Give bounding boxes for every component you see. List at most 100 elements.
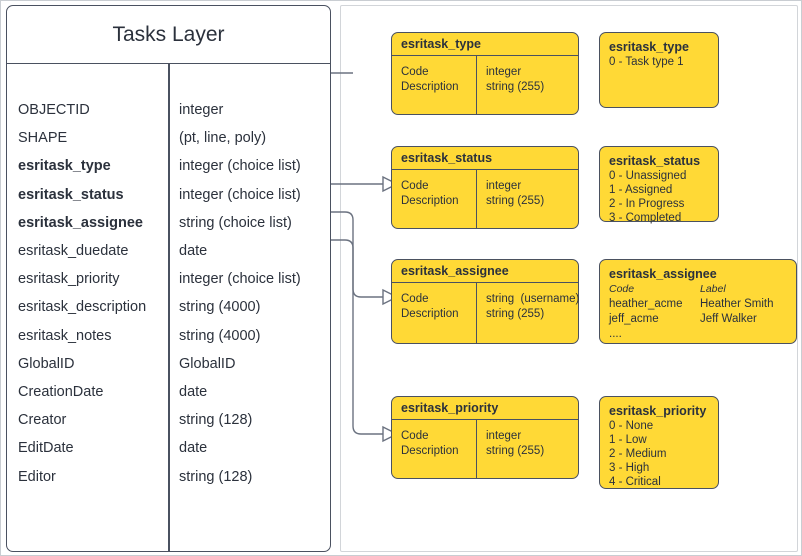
table-row[interactable]: esritask_priority integer (choice list): [7, 265, 330, 293]
domain-table-esritask-type[interactable]: esritask_type Code Description integer s…: [391, 32, 579, 115]
value-list-item: 4 - Critical: [609, 476, 661, 488]
domain-cell: Description: [401, 195, 459, 207]
field-type: GlobalID: [179, 355, 236, 372]
domain-type-column: integer string (255): [486, 429, 544, 459]
domain-column-divider: [476, 283, 478, 343]
field-name: OBJECTID: [18, 102, 90, 119]
table-row[interactable]: CreationDate date: [7, 378, 330, 406]
domain-cell: Code: [401, 430, 429, 442]
field-type: date: [179, 243, 208, 260]
table-row[interactable]: OBJECTID integer: [7, 96, 330, 124]
domain-cell: Description: [401, 445, 459, 457]
field-name: GlobalID: [18, 355, 75, 372]
value-cell: Jeff Walker: [700, 313, 757, 325]
domain-table-esritask-assignee[interactable]: esritask_assignee Code Description strin…: [391, 259, 579, 344]
field-type: string (128): [179, 412, 253, 429]
domain-table-body: Code Description integer string (255): [392, 420, 578, 478]
field-name: SHAPE: [18, 130, 68, 147]
table-row[interactable]: esritask_notes string (4000): [7, 322, 330, 350]
field-name: esritask_duedate: [18, 243, 129, 260]
domain-cell: string (username): [486, 293, 580, 305]
field-type: string (4000): [179, 299, 261, 316]
value-cell: Heather Smith: [700, 298, 774, 310]
domain-type-column: string (username) string (255): [486, 292, 579, 322]
field-type: (pt, line, poly): [179, 130, 267, 147]
value-list-grid: Code Label heather_acme Heather Smith je…: [609, 282, 787, 342]
domain-column-divider: [476, 420, 478, 478]
field-name: esritask_description: [18, 299, 147, 316]
domain-table-title: esritask_type: [392, 33, 578, 56]
table-row[interactable]: esritask_status integer (choice list): [7, 181, 330, 209]
table-row[interactable]: GlobalID GlobalID: [7, 350, 330, 378]
domain-type-column: integer string (255): [486, 179, 544, 209]
table-row[interactable]: esritask_description string (4000): [7, 293, 330, 321]
field-name: CreationDate: [18, 383, 104, 400]
field-list: OBJECTID integer SHAPE (pt, line, poly) …: [7, 96, 330, 491]
domain-cell: integer: [486, 430, 522, 442]
value-list-title: esritask_type: [609, 40, 689, 54]
domain-cell: Code: [401, 293, 429, 305]
table-row[interactable]: SHAPE (pt, line, poly): [7, 124, 330, 152]
value-list-title: esritask_status: [609, 154, 701, 168]
field-type: integer (choice list): [179, 186, 301, 203]
table-row[interactable]: esritask_duedate date: [7, 237, 330, 265]
value-list-item: 3 - Completed: [609, 212, 682, 224]
value-list-esritask-assignee[interactable]: esritask_assignee Code Label heather_acm…: [599, 259, 797, 344]
field-type: string (choice list): [179, 214, 292, 231]
value-list-esritask-priority[interactable]: esritask_priority 0 - None 1 - Low 2 - M…: [599, 396, 719, 489]
value-cell: jeff_acme: [609, 313, 659, 325]
value-list-title: esritask_assignee: [609, 267, 717, 281]
table-row[interactable]: Creator string (128): [7, 406, 330, 434]
value-cell: heather_acme: [609, 298, 683, 310]
field-name: esritask_type: [18, 158, 111, 175]
table-row[interactable]: EditDate date: [7, 434, 330, 462]
domain-table-body: Code Description integer string (255): [392, 170, 578, 228]
table-row[interactable]: esritask_assignee string (choice list): [7, 209, 330, 237]
field-name: esritask_assignee: [18, 214, 143, 231]
entity-column-divider: [168, 64, 170, 551]
domain-table-body: Code Description string (username) strin…: [392, 283, 579, 343]
domain-table-esritask-status[interactable]: esritask_status Code Description integer…: [391, 146, 579, 229]
domain-code-column: Code Description: [401, 179, 459, 209]
domain-cell: integer: [486, 180, 522, 192]
domain-cell: Code: [401, 180, 429, 192]
value-list-item: 3 - High: [609, 462, 650, 474]
field-name: esritask_priority: [18, 271, 120, 288]
domain-code-column: Code Description: [401, 65, 459, 95]
domain-code-column: Code Description: [401, 429, 459, 459]
field-name: Creator: [18, 412, 67, 429]
value-list-item: 2 - Medium: [609, 448, 667, 460]
domain-table-title: esritask_status: [392, 147, 578, 170]
value-list-esritask-type[interactable]: esritask_type 0 - Task type 1: [599, 32, 719, 108]
domain-table-title: esritask_priority: [392, 397, 578, 420]
tasks-layer-entity[interactable]: Tasks Layer OBJECTID integer SHAPE (pt, …: [6, 5, 331, 552]
domain-cell: string (255): [486, 81, 545, 93]
value-cell: ....: [609, 328, 622, 340]
field-type: date: [179, 383, 208, 400]
domain-table-body: Code Description integer string (255): [392, 56, 578, 114]
value-list-item: 1 - Low: [609, 434, 647, 446]
domain-cell: Description: [401, 81, 459, 93]
domain-cell: string (255): [486, 195, 545, 207]
value-col-header: Code: [609, 283, 635, 295]
value-col-header: Label: [700, 283, 726, 295]
domain-cell: integer: [486, 66, 522, 78]
value-list-title: esritask_priority: [609, 404, 707, 418]
value-cell: [700, 327, 787, 342]
domain-code-column: Code Description: [401, 292, 459, 322]
domain-column-divider: [476, 170, 478, 228]
value-list-item: 1 - Assigned: [609, 184, 673, 196]
field-type: integer (choice list): [179, 271, 301, 288]
field-type: integer (choice list): [179, 158, 301, 175]
domain-table-esritask-priority[interactable]: esritask_priority Code Description integ…: [391, 396, 579, 479]
domain-table-title: esritask_assignee: [392, 260, 578, 283]
table-row[interactable]: Editor string (128): [7, 462, 330, 490]
entity-body: OBJECTID integer SHAPE (pt, line, poly) …: [7, 64, 330, 551]
field-name: EditDate: [18, 440, 74, 457]
field-type: integer: [179, 102, 224, 119]
domain-cell: Code: [401, 66, 429, 78]
table-row[interactable]: esritask_type integer (choice list): [7, 152, 330, 180]
value-list-esritask-status[interactable]: esritask_status 0 - Unassigned 1 - Assig…: [599, 146, 719, 224]
value-list-item: 2 - In Progress: [609, 198, 685, 210]
